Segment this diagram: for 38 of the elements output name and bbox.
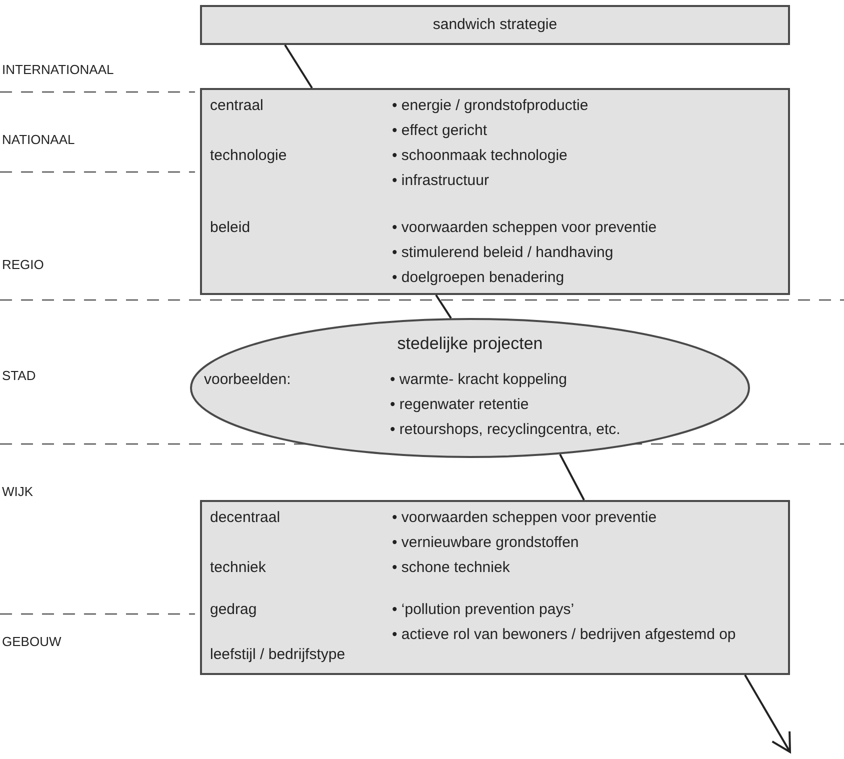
category-label: techniek — [210, 558, 266, 578]
category-label: technologie — [210, 146, 287, 166]
category-label: gedrag — [210, 600, 257, 620]
level-label: WIJK — [2, 484, 34, 499]
level-label: INTERNATIONAAL — [2, 62, 114, 77]
bullet-item: • energie / grondstofproductie — [392, 96, 588, 116]
process-box — [200, 5, 790, 45]
node-heading: sandwich strategie — [432, 15, 558, 35]
process-box — [200, 88, 790, 295]
category-label: decentraal — [210, 508, 280, 528]
connector-line — [435, 294, 452, 319]
bullet-item: • warmte- kracht koppeling — [390, 370, 567, 390]
bullet-item: • schone techniek — [392, 558, 510, 578]
connector-line — [284, 44, 313, 89]
connector-line — [559, 454, 585, 500]
bullet-item: • stimulerend beleid / handhaving — [392, 243, 614, 263]
bullet-item: • schoonmaak technologie — [392, 146, 568, 166]
process-box — [200, 500, 790, 675]
arrow — [744, 674, 791, 753]
level-label: GEBOUW — [2, 634, 62, 649]
bullet-item: • vernieuwbare grondstoffen — [392, 533, 579, 553]
bullet-item: • doelgroepen benadering — [392, 268, 564, 288]
bullet-item: • voorwaarden scheppen voor preventie — [392, 508, 657, 528]
node-heading: stedelijke projecten — [396, 334, 544, 354]
bullet-item: • ‘pollution prevention pays’ — [392, 600, 574, 620]
bullet-item: • voorwaarden scheppen voor preventie — [392, 218, 657, 238]
bullet-item: • regenwater retentie — [390, 395, 529, 415]
bullet-item: • retourshops, recyclingcentra, etc. — [390, 420, 620, 440]
bullet-item: • infrastructuur — [392, 171, 489, 191]
category-label: voorbeelden: — [204, 370, 291, 390]
category-label: centraal — [210, 96, 264, 116]
level-label: REGIO — [2, 257, 44, 272]
ellipse-node — [190, 318, 750, 458]
category-label: beleid — [210, 218, 250, 238]
bullet-item: • actieve rol van bewoners / bedrijven afgestemd op leefstijl / bedrijfstype — [210, 625, 737, 665]
level-label: STAD — [2, 368, 36, 383]
level-label: NATIONAAL — [2, 132, 75, 147]
bullet-item: • effect gericht — [392, 121, 488, 141]
